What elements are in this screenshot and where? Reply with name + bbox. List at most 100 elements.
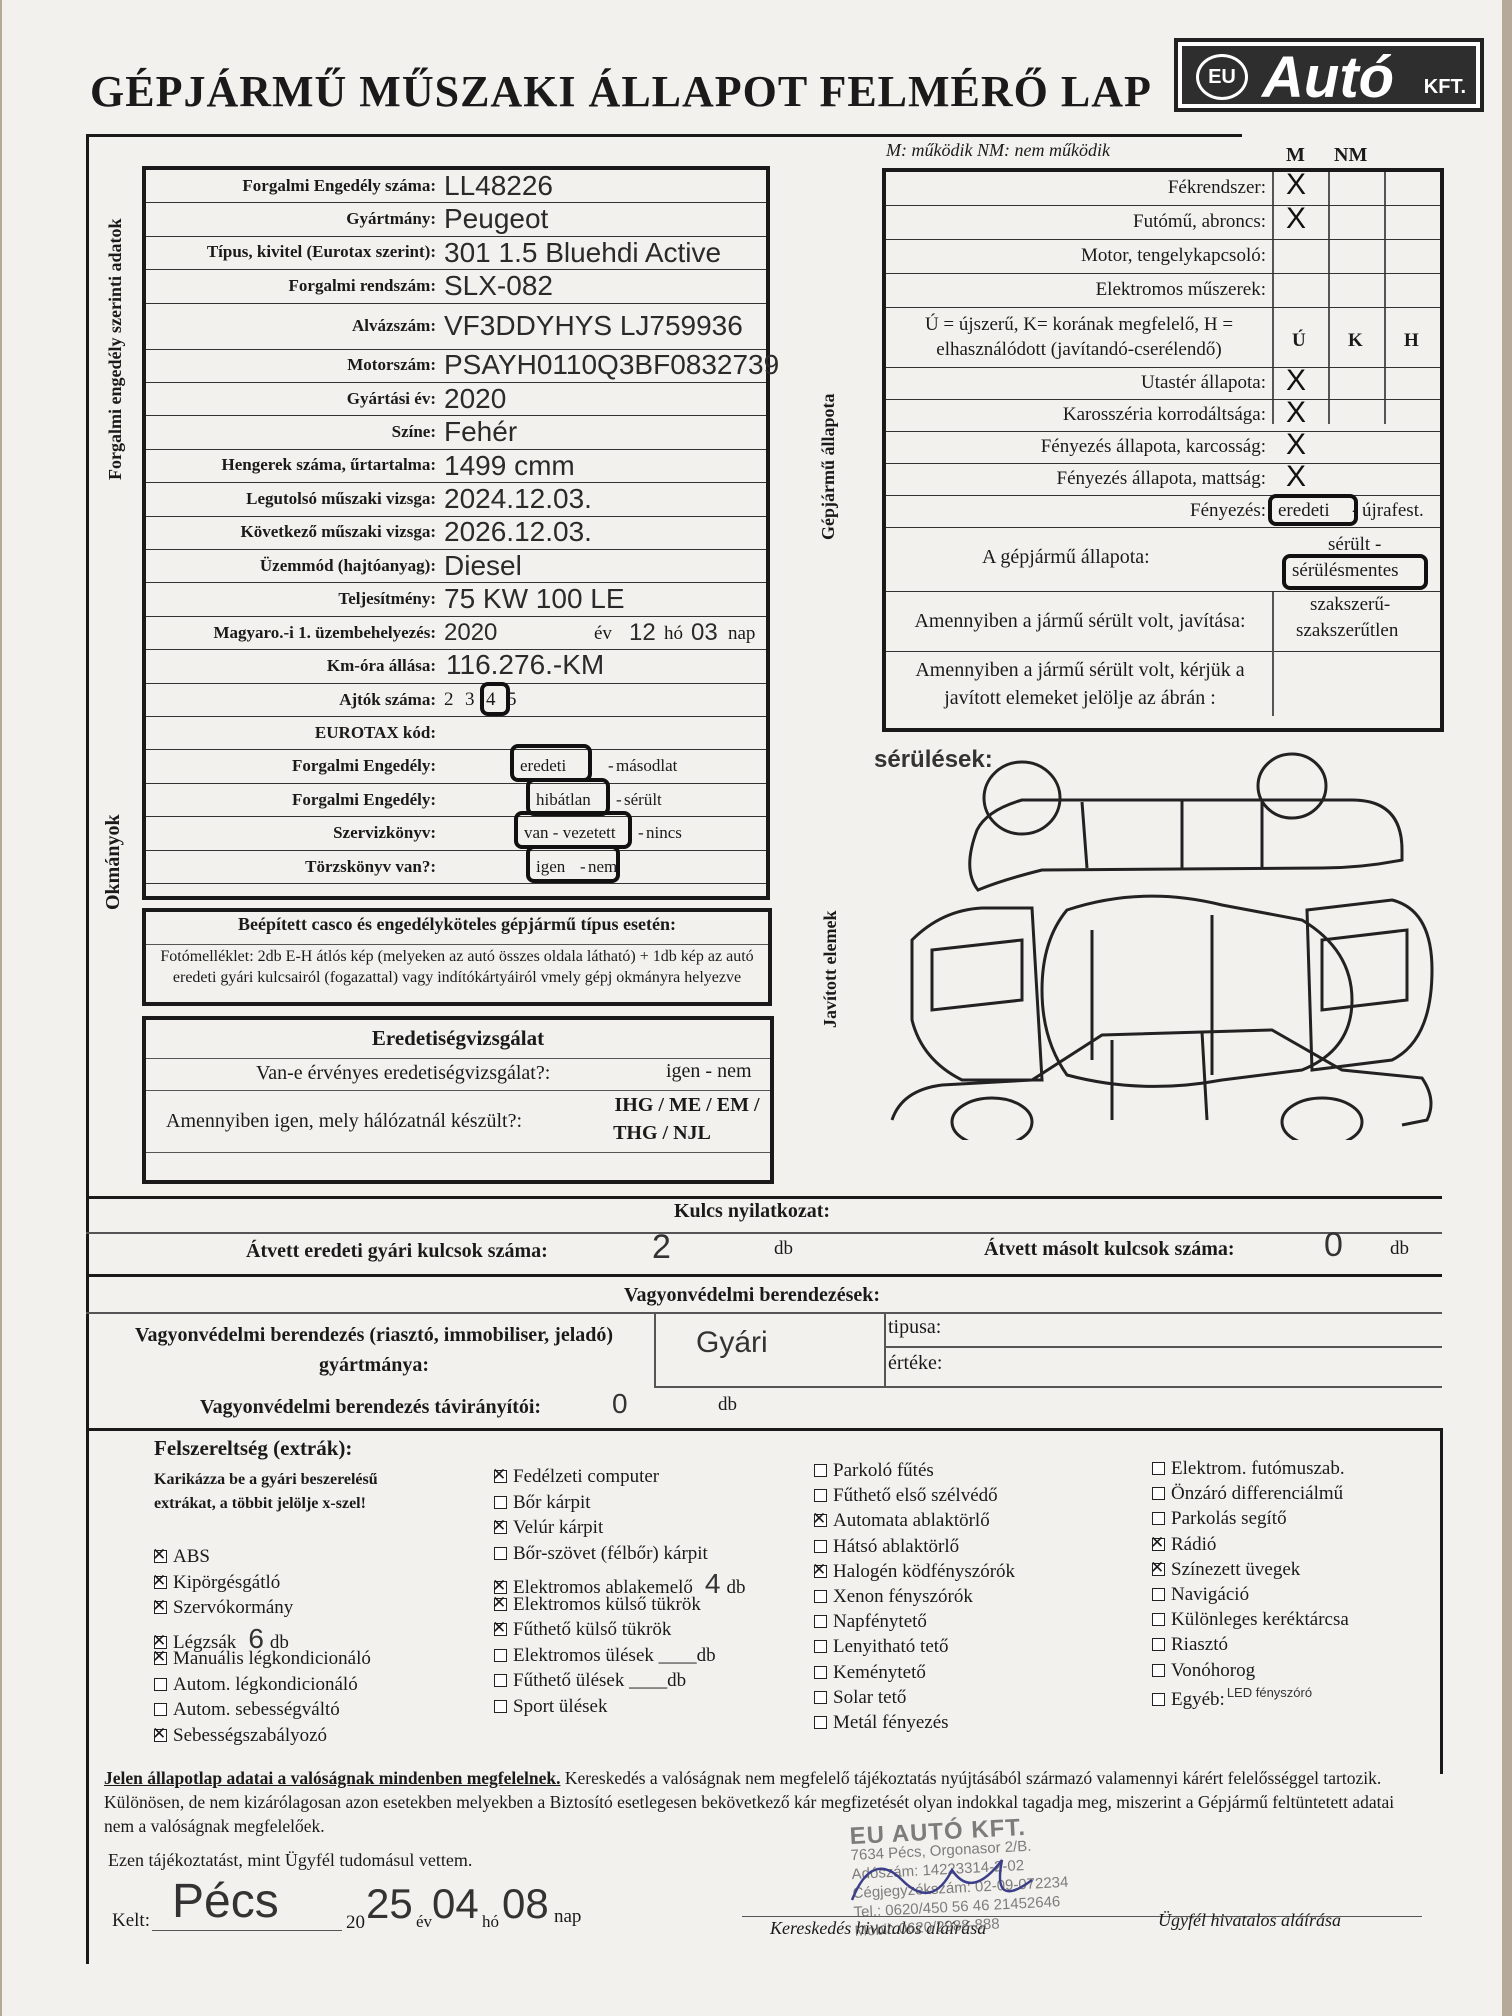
extra-checkbox[interactable] bbox=[814, 1539, 827, 1553]
extra-checkbox[interactable] bbox=[492, 1593, 507, 1613]
extra-checkbox[interactable] bbox=[152, 1631, 167, 1651]
extra-checkbox[interactable] bbox=[1152, 1663, 1165, 1677]
extra-checkbox[interactable] bbox=[1150, 1558, 1165, 1578]
extra-option[interactable]: Hátsó ablaktörlő bbox=[814, 1536, 959, 1558]
extra-checkbox[interactable] bbox=[152, 1724, 167, 1744]
vehicle-field-value[interactable]: 2026.12.03. bbox=[444, 516, 592, 548]
extra-option[interactable]: Lenyitható tető bbox=[814, 1636, 949, 1658]
paint-other[interactable]: újrafest. bbox=[1362, 500, 1424, 521]
first-reg-month[interactable]: 12 bbox=[629, 618, 656, 646]
extra-count[interactable]: 4 bbox=[704, 1568, 721, 1599]
extra-option[interactable]: Autom. légkondicionáló bbox=[154, 1674, 358, 1696]
extra-option[interactable]: Parkolás segítő bbox=[1152, 1508, 1287, 1530]
car-damage-diagram[interactable] bbox=[882, 740, 1442, 1140]
extra-checkbox[interactable] bbox=[492, 1576, 507, 1596]
extra-count[interactable]: 6 bbox=[248, 1622, 264, 1654]
extra-checkbox[interactable] bbox=[152, 1596, 167, 1616]
extra-checkbox[interactable] bbox=[814, 1590, 827, 1603]
vehicle-field-value[interactable]: 2020 bbox=[444, 382, 507, 414]
extra-checkbox[interactable] bbox=[494, 1699, 507, 1713]
extra-checkbox[interactable] bbox=[814, 1716, 827, 1729]
extra-option[interactable]: Autom. sebességváltó bbox=[154, 1699, 340, 1721]
document-selected[interactable]: hibátlan bbox=[536, 789, 591, 809]
date-year[interactable]: 25 bbox=[366, 1880, 413, 1927]
extra-checkbox[interactable] bbox=[152, 1545, 167, 1565]
extra-checkbox[interactable] bbox=[494, 1674, 507, 1687]
extra-checkbox[interactable] bbox=[1152, 1638, 1165, 1652]
extra-option[interactable]: Automata ablaktörlő bbox=[812, 1509, 990, 1532]
state-mark[interactable]: X bbox=[1286, 168, 1307, 201]
state-mark[interactable]: X bbox=[1286, 364, 1307, 397]
extra-option[interactable]: Fűthető első szélvédő bbox=[814, 1485, 998, 1507]
vehicle-field-value[interactable]: VF3DDYHYS LJ759936 bbox=[444, 309, 743, 341]
extra-option[interactable]: Sport ülések bbox=[494, 1696, 607, 1718]
door-option[interactable]: 3 bbox=[465, 688, 475, 710]
extra-checkbox[interactable] bbox=[494, 1495, 507, 1509]
document-other[interactable]: sérült bbox=[624, 789, 662, 809]
document-other[interactable]: nincs bbox=[646, 823, 682, 843]
extra-option[interactable]: Kipörgésgátló bbox=[152, 1571, 280, 1594]
extra-option[interactable]: Vonóhorog bbox=[1152, 1660, 1255, 1682]
extra-option[interactable]: Egyéb:LED fényszóró bbox=[1152, 1685, 1312, 1711]
extra-checkbox[interactable] bbox=[154, 1703, 167, 1716]
extra-checkbox[interactable] bbox=[494, 1546, 507, 1560]
extra-checkbox[interactable] bbox=[1150, 1533, 1165, 1553]
extra-checkbox[interactable] bbox=[814, 1665, 827, 1679]
extra-checkbox[interactable] bbox=[1152, 1512, 1165, 1526]
extra-option[interactable]: Szervókormány bbox=[152, 1596, 293, 1619]
vehicle-field-value[interactable]: Diesel bbox=[444, 549, 522, 581]
extra-checkbox[interactable] bbox=[814, 1464, 827, 1477]
door-option[interactable]: 5 bbox=[507, 688, 517, 710]
extra-checkbox[interactable] bbox=[1152, 1487, 1165, 1501]
state-mark[interactable]: X bbox=[1286, 202, 1307, 235]
extra-checkbox[interactable] bbox=[814, 1690, 827, 1704]
extra-option[interactable]: Keménytető bbox=[814, 1662, 926, 1684]
extra-option[interactable]: Navigáció bbox=[1152, 1584, 1249, 1606]
vehicle-field-value[interactable]: 301 1.5 Bluehdi Active bbox=[444, 236, 722, 268]
first-reg-year[interactable]: 2020 bbox=[444, 618, 498, 646]
extra-checkbox[interactable] bbox=[494, 1648, 507, 1662]
security-maker-value[interactable]: Gyári bbox=[696, 1326, 768, 1359]
extra-checkbox[interactable] bbox=[814, 1640, 827, 1654]
extra-checkbox[interactable] bbox=[492, 1516, 507, 1536]
extra-option[interactable]: Elektromos ülések ____db bbox=[494, 1645, 716, 1667]
extra-checkbox[interactable] bbox=[814, 1489, 827, 1503]
extra-option[interactable]: Fűthető külső tükrök bbox=[492, 1618, 671, 1641]
vehicle-field-value[interactable]: 75 KW 100 LE bbox=[444, 583, 625, 615]
extra-option[interactable]: Rádió bbox=[1150, 1533, 1216, 1556]
document-selected[interactable]: eredeti bbox=[520, 756, 567, 776]
extra-checkbox[interactable] bbox=[1152, 1462, 1165, 1475]
document-other[interactable]: másodlat bbox=[616, 756, 678, 776]
document-other[interactable]: nem bbox=[588, 856, 618, 876]
extra-option[interactable]: Fűthető ülések ____db bbox=[494, 1670, 686, 1692]
extra-option[interactable]: Színezett üvegek bbox=[1150, 1558, 1300, 1581]
extra-checkbox[interactable] bbox=[1152, 1692, 1165, 1706]
extra-option[interactable]: Bőr-szövet (félbőr) kárpit bbox=[494, 1543, 708, 1565]
extra-checkbox[interactable] bbox=[814, 1615, 827, 1629]
extra-option[interactable]: ABS bbox=[152, 1545, 210, 1568]
extra-note[interactable]: LED fényszóró bbox=[1226, 1684, 1313, 1700]
extra-option[interactable]: Halogén ködfényszórók bbox=[812, 1560, 1015, 1583]
copied-keys-count[interactable]: 0 bbox=[1324, 1226, 1343, 1264]
vehicle-field-value[interactable]: Peugeot bbox=[444, 203, 549, 235]
state-mark[interactable]: X bbox=[1286, 460, 1307, 493]
vehicle-condition-selected[interactable]: sérülésmentes bbox=[1292, 560, 1399, 581]
extra-checkbox[interactable] bbox=[812, 1560, 827, 1580]
extra-option[interactable]: Metál fényezés bbox=[814, 1712, 949, 1734]
extra-checkbox[interactable] bbox=[492, 1618, 507, 1638]
vehicle-field-value[interactable]: Fehér bbox=[444, 416, 518, 448]
first-reg-day[interactable]: 03 bbox=[691, 618, 718, 646]
paint-selected[interactable]: eredeti bbox=[1278, 500, 1330, 521]
extra-checkbox[interactable] bbox=[152, 1571, 167, 1591]
vehicle-field-value[interactable]: 1499 cmm bbox=[444, 449, 575, 481]
extra-option[interactable]: Xenon fényszórók bbox=[814, 1586, 973, 1608]
extra-option[interactable]: Parkoló fűtés bbox=[814, 1460, 934, 1482]
extra-option[interactable]: Napfénytető bbox=[814, 1611, 927, 1633]
extra-option[interactable]: Fedélzeti computer bbox=[492, 1465, 659, 1488]
extra-checkbox[interactable] bbox=[492, 1465, 507, 1485]
vehicle-field-value[interactable]: LL48226 bbox=[444, 169, 554, 201]
vehicle-field-value[interactable]: SLX-082 bbox=[444, 269, 553, 301]
remote-count[interactable]: 0 bbox=[612, 1388, 628, 1419]
